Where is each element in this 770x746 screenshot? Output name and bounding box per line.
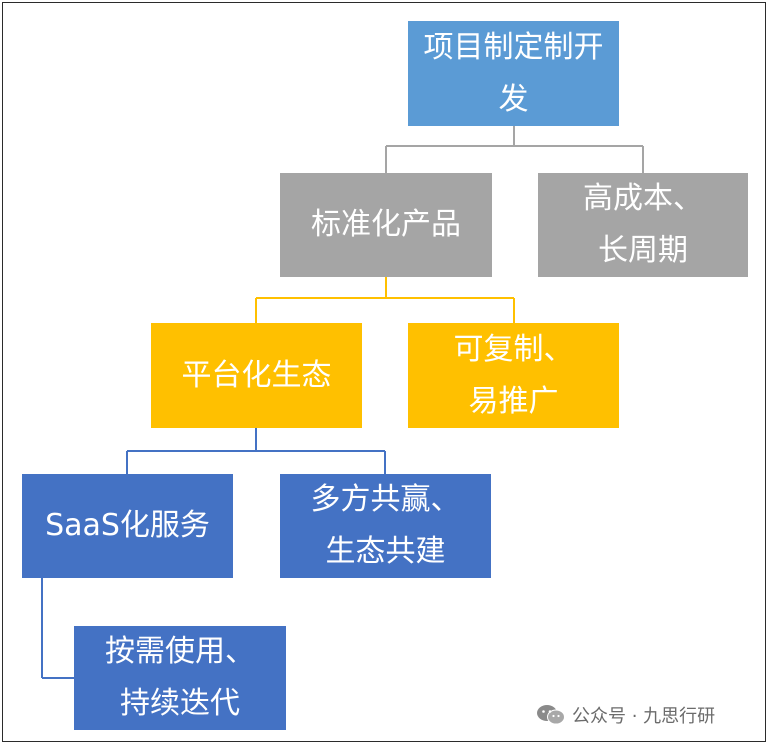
node-label: 持续迭代 bbox=[120, 686, 240, 721]
node-saas-service: SaaS化服务 bbox=[22, 474, 233, 578]
node-label: 发 bbox=[498, 81, 529, 117]
node-on-demand: 按需使用、 持续迭代 bbox=[74, 626, 286, 730]
node-label: 可复制、 bbox=[453, 331, 574, 367]
connector-root bbox=[385, 126, 644, 173]
watermark: 公众号 · 九思行研 bbox=[536, 702, 715, 728]
node-label: 项目制定制开 bbox=[423, 29, 604, 65]
node-label: 生态共建 bbox=[325, 534, 446, 569]
wechat-icon bbox=[537, 705, 565, 725]
node-platform-ecosystem: 平台化生态 bbox=[151, 323, 362, 428]
node-high-cost: 高成本、 长周期 bbox=[538, 173, 748, 277]
node-standard-product: 标准化产品 bbox=[280, 173, 492, 277]
node-label: 按需使用、 bbox=[105, 634, 255, 669]
connector-saas bbox=[41, 578, 74, 679]
node-label: 平台化生态 bbox=[181, 357, 332, 393]
node-win-win: 多方共赢、 生态共建 bbox=[280, 474, 491, 578]
node-custom-development: 项目制定制开 发 bbox=[408, 21, 619, 126]
node-replicable: 可复制、 易推广 bbox=[408, 323, 619, 428]
node-label: 多方共赢、 bbox=[310, 482, 461, 517]
node-label: 标准化产品 bbox=[311, 207, 461, 242]
node-label: SaaS化服务 bbox=[45, 508, 210, 543]
node-label: 易推广 bbox=[468, 383, 559, 419]
node-label: 长周期 bbox=[598, 233, 688, 268]
watermark-text: 公众号 · 九思行研 bbox=[572, 706, 716, 727]
connector-platform bbox=[126, 428, 386, 474]
connector-standard bbox=[255, 277, 515, 323]
node-label: 高成本、 bbox=[583, 181, 703, 216]
